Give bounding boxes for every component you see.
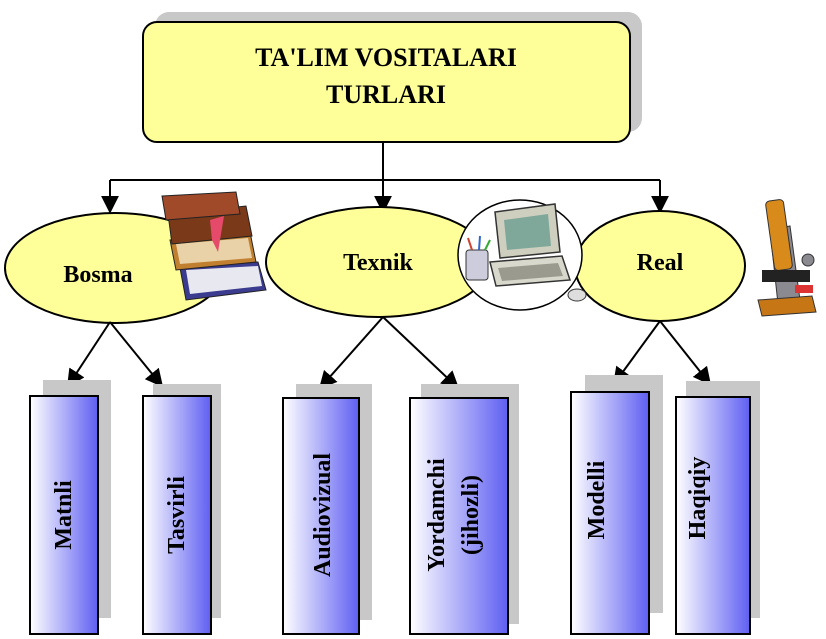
category-texnik-label: Texnik [343,250,413,276]
root-node: TA'LIM VOSITALARI TURLARI [142,12,642,143]
category-real: Real [574,210,746,322]
leaf-yordamchi-label2: (jihozli) [458,475,484,555]
root-title-line1: TA'LIM VOSITALARI [255,43,517,72]
books-icon [161,191,267,301]
leaf-haqiqiy: Haqiqiy [675,396,751,635]
leaf-yordamchi-label: Yordamchi [424,458,450,572]
category-texnik: Texnik [265,206,491,318]
category-bosma-label: Bosma [63,262,132,288]
leaf-matnli: Matnli [29,395,99,635]
computer-icon [457,199,587,311]
leaf-connectors [67,316,712,390]
leaf-audiovizual-label: Audiovizual [310,453,336,577]
leaf-haqiqiy-label: Haqiqiy [685,457,711,540]
leaf-modelli-label: Modelli [584,460,610,539]
leaf-modelli: Modelli [570,391,650,635]
leaf-tasvirli-label: Tasvirli [164,476,190,554]
leaf-matnli-label: Matnli [51,480,77,550]
leaf-audiovizual: Audiovizual [282,397,360,635]
root-title-line2: TURLARI [326,80,446,109]
microscope-icon [757,199,817,317]
leaf-yordamchi: Yordamchi (jihozli) [409,397,509,635]
category-real-label: Real [637,250,684,276]
leaf-tasvirli: Tasvirli [142,395,212,635]
